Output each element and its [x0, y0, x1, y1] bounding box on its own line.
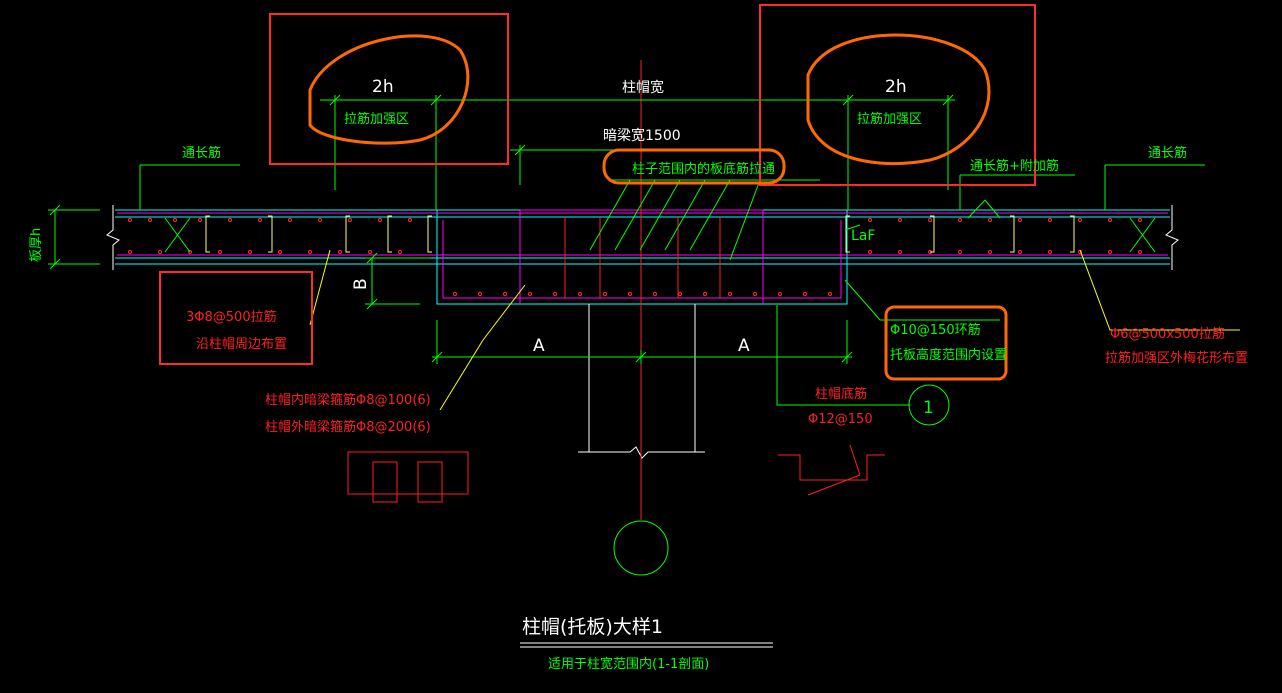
label-tie-3phi8-line1: 3Φ8@500拉筋 [186, 309, 277, 325]
dim-2h-left: 2h [372, 77, 394, 97]
stirrup-sketch [347, 451, 469, 503]
dim-a-left: A [533, 336, 545, 356]
column-bar-leaders [589, 179, 761, 261]
cap-vertical-bars [564, 217, 721, 298]
drawing-subtitle: 适用于柱宽范围内(1-1剖面) [548, 656, 709, 672]
label-stirrup-inside: 柱帽内暗梁箍筋Φ8@100(6) [265, 392, 431, 408]
label-tie-zone-left: 拉筋加强区 [344, 111, 409, 127]
dim-2h-right: 2h [885, 77, 907, 97]
dim-slab-thickness: 板厚h [29, 228, 44, 262]
callout-circle [908, 384, 950, 426]
label-cap-bottom-bar-line2: Φ12@150 [808, 412, 873, 427]
dim-ticks [49, 94, 954, 363]
break-symbol-left [106, 205, 120, 270]
markup-ellipses [308, 33, 1008, 381]
label-through-plus-extra: 通长筋+附加筋 [970, 158, 1059, 174]
label-column-bottom-ties: 柱子范围内的板底筋拉通 [632, 161, 775, 177]
label-cap-bottom-bar-line1: 柱帽底筋 [815, 386, 867, 402]
label-tie-zone-right: 拉筋加强区 [857, 111, 922, 127]
dim-b: B [351, 278, 371, 290]
grid-bubble [613, 520, 669, 576]
label-tie-phi6-line1: Φ6@500x500拉筋 [1110, 326, 1225, 342]
label-hoop-phi10-line2: 托板高度范围内设置 [890, 347, 1007, 363]
bar-hook-sketch [778, 444, 885, 496]
title-underline [520, 642, 773, 648]
label-through-bar-left: 通长筋 [182, 145, 221, 161]
break-symbol-right [1165, 205, 1179, 270]
label-through-bar-right: 通长筋 [1148, 145, 1187, 161]
dim-laf: LaF [851, 228, 875, 244]
dim-cap-width: 柱帽宽 [622, 79, 664, 96]
label-tie-phi6-line2: 拉筋加强区外梅花形布置 [1105, 350, 1248, 366]
column-outline [578, 304, 705, 459]
label-tie-3phi8-line2: 沿柱帽周边布置 [196, 336, 287, 352]
x-ties [164, 199, 1156, 253]
rebar-dots [128, 218, 1142, 296]
markup-boxes [159, 4, 1036, 365]
drawing-title: 柱帽(托板)大样1 [522, 616, 663, 638]
rebar-magenta [117, 209, 1168, 304]
label-stirrup-outside: 柱帽外暗梁箍筋Φ8@200(6) [265, 419, 431, 435]
annotation-leaders [309, 224, 1240, 411]
dim-hidden-beam-width: 暗梁宽1500 [603, 127, 681, 144]
callout-number: 1 [923, 398, 934, 418]
slab-outline [115, 209, 1170, 305]
dim-a-right: A [738, 336, 750, 356]
stirrups [205, 215, 1075, 253]
label-hoop-phi10-line1: Φ10@150环筋 [890, 322, 981, 338]
